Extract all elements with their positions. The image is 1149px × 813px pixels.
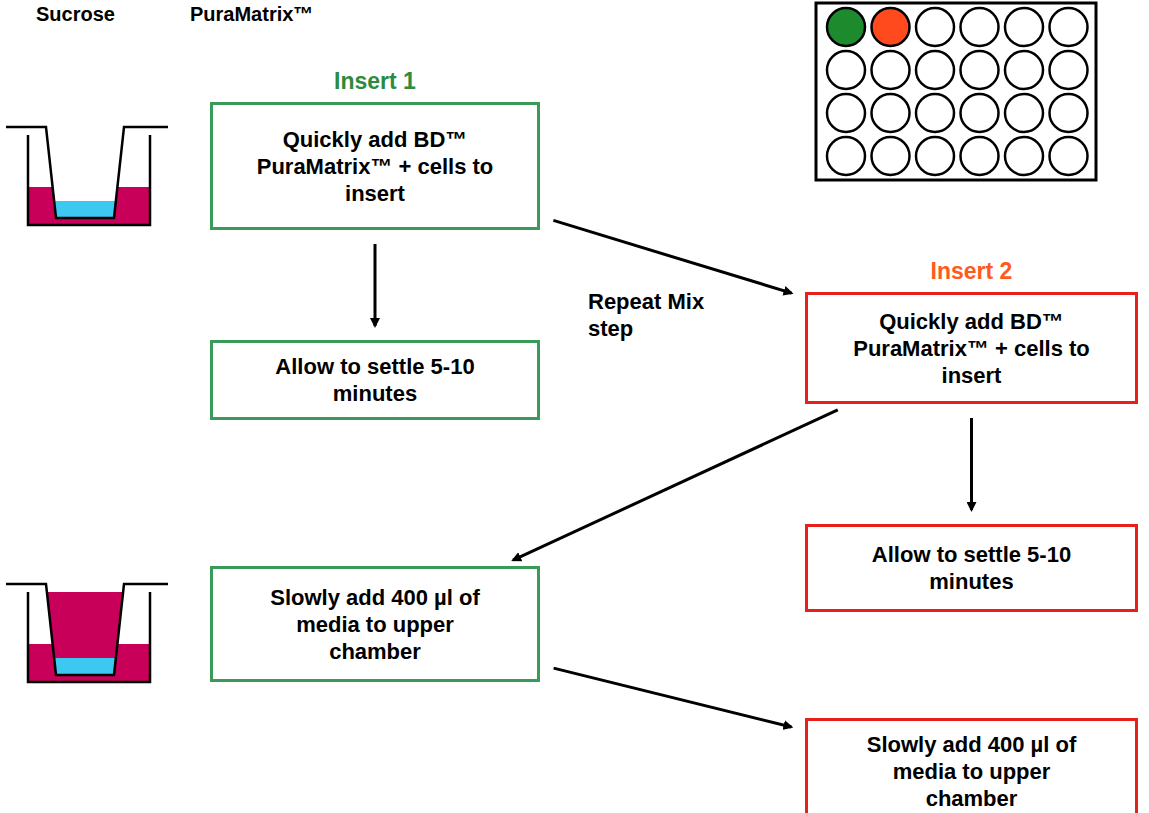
step-text: Quickly add BD™ PuraMatrix™ + cells to i…: [852, 308, 1092, 389]
flow-arrow: [553, 220, 791, 293]
insert-heading: Insert 2: [808, 257, 1135, 285]
well: [916, 8, 954, 46]
well: [1005, 51, 1043, 89]
well: [916, 94, 954, 132]
well: [916, 137, 954, 175]
step-text: Slowly add 400 µl of media to upper cham…: [250, 584, 500, 665]
well: [1050, 51, 1088, 89]
well: [827, 51, 865, 89]
process-box: Slowly add 400 µl of media to upper cham…: [210, 566, 540, 682]
process-box: Insert 1Quickly add BD™ PuraMatrix™ + ce…: [210, 102, 540, 230]
well: [961, 137, 999, 175]
well: [1005, 94, 1043, 132]
well: [1005, 8, 1043, 46]
well: [1050, 8, 1088, 46]
insert-illustration: [6, 127, 168, 225]
process-box: Allow to settle 5-10 minutes: [805, 524, 1138, 612]
insert-illustration: [6, 584, 168, 682]
column-label: PuraMatrix™: [190, 2, 313, 27]
flow-arrow: [554, 668, 792, 727]
flow-arrow: [513, 410, 838, 560]
flow-arrow: [374, 244, 377, 326]
well: [827, 137, 865, 175]
well: [872, 137, 910, 175]
step-text: Allow to settle 5-10 minutes: [852, 541, 1092, 595]
step-text: Slowly add 400 µl of media to upper cham…: [847, 731, 1097, 812]
flow-arrow: [970, 418, 973, 510]
well: [872, 51, 910, 89]
step-text: Quickly add BD™ PuraMatrix™ + cells to i…: [255, 126, 495, 207]
well: [872, 8, 910, 46]
well: [961, 51, 999, 89]
process-box: Insert 2Quickly add BD™ PuraMatrix™ + ce…: [805, 292, 1138, 404]
well: [827, 8, 865, 46]
well: [961, 8, 999, 46]
edge-label: Repeat Mix step: [588, 288, 708, 342]
well: [916, 51, 954, 89]
well: [1050, 137, 1088, 175]
process-box: Slowly add 400 µl of media to upper cham…: [805, 718, 1138, 813]
well: [1005, 137, 1043, 175]
process-box: Allow to settle 5-10 minutes: [210, 340, 540, 420]
step-text: Allow to settle 5-10 minutes: [255, 353, 495, 407]
well: [872, 94, 910, 132]
well-plate: [816, 3, 1096, 180]
well: [961, 94, 999, 132]
insert-heading: Insert 1: [213, 67, 537, 95]
well: [1050, 94, 1088, 132]
well: [827, 94, 865, 132]
column-label: Sucrose: [36, 2, 115, 27]
